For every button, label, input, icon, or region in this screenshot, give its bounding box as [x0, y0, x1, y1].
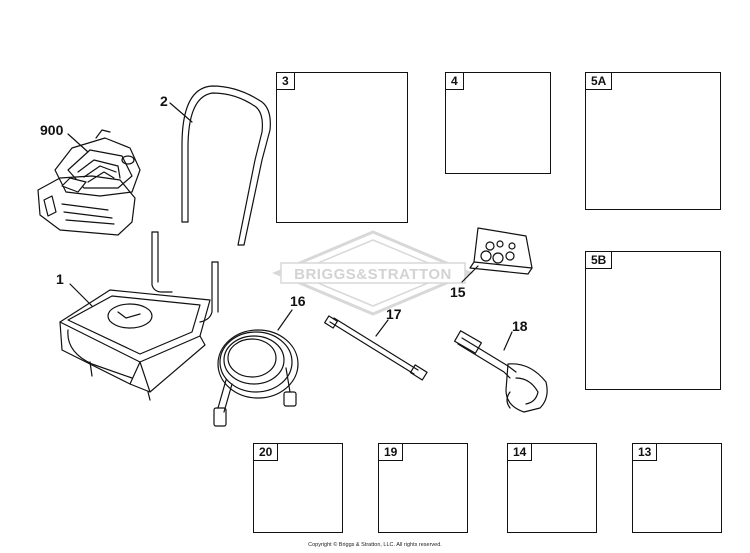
assembly-box-5b: 5B: [585, 251, 721, 390]
briggs-stratton-watermark-logo: [272, 230, 474, 316]
callout-17: 17: [386, 306, 402, 322]
assembly-box-14: 14: [507, 443, 597, 533]
assembly-box-13: 13: [632, 443, 722, 533]
spray-gun-illustration: [454, 330, 548, 413]
watermark-text: BRIGGS&STRATTON: [294, 266, 452, 283]
box-label-4: 4: [446, 73, 464, 90]
assembly-box-4: 4: [445, 72, 551, 174]
box-label-14: 14: [508, 444, 533, 461]
nozzle-kit-illustration: [469, 227, 533, 275]
box-label-13: 13: [633, 444, 658, 461]
box-label-5a: 5A: [586, 73, 613, 90]
box-label-20: 20: [254, 444, 279, 461]
hose-illustration: [213, 329, 299, 427]
callout-2: 2: [160, 93, 168, 109]
callout-900: 900: [40, 122, 64, 138]
assembly-box-20: 20: [253, 443, 343, 533]
callout-18: 18: [512, 318, 528, 334]
callout-1: 1: [56, 271, 64, 287]
leader-line-18: [503, 331, 513, 351]
frame-illustration: [59, 231, 219, 401]
assembly-box-5a: 5A: [585, 72, 721, 210]
leader-line-1: [69, 283, 93, 307]
callout-15: 15: [450, 284, 466, 300]
copyright-notice: Copyright © Briggs & Stratton, LLC. All …: [308, 542, 442, 548]
leader-line-17: [375, 319, 389, 337]
box-label-19: 19: [379, 444, 404, 461]
handle-illustration: [181, 85, 271, 246]
lance-illustration: [324, 315, 428, 381]
leader-line-900: [67, 133, 89, 153]
box-label-3: 3: [277, 73, 295, 90]
assembly-box-3: 3: [276, 72, 408, 223]
callout-16: 16: [290, 293, 306, 309]
leader-line-15: [461, 265, 479, 283]
box-label-5b: 5B: [586, 252, 613, 269]
leader-line-2: [169, 102, 193, 123]
assembly-box-19: 19: [378, 443, 468, 533]
leader-line-16: [277, 309, 293, 331]
engine-illustration: [37, 129, 141, 236]
